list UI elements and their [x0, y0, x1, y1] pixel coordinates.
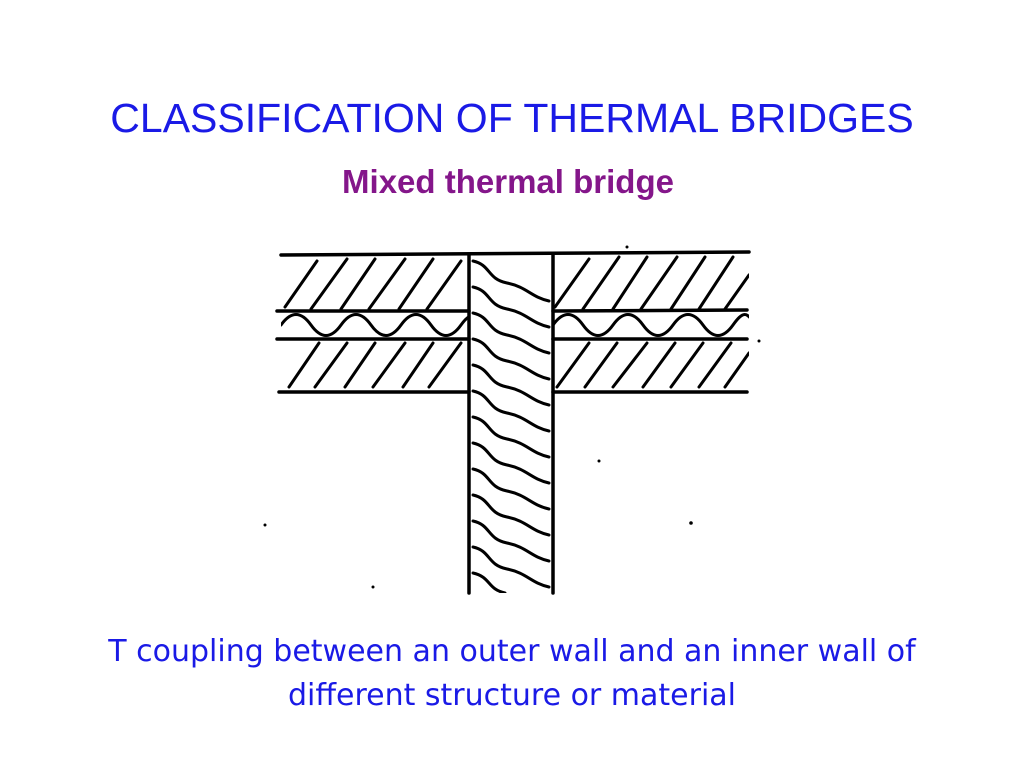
insulation-layer: [281, 313, 749, 337]
slide-subtitle: Mixed thermal bridge: [342, 163, 674, 200]
scan-specks: [263, 245, 761, 589]
slide-caption: T coupling between an outer wall and an …: [108, 634, 916, 713]
outer-wall-outline: [275, 250, 751, 394]
inner-wall-outline: [467, 253, 555, 595]
t-junction-diagram: [263, 245, 761, 595]
slide-title: CLASSIFICATION OF THERMAL BRIDGES: [110, 95, 914, 141]
outer-wall-hatching: [283, 255, 749, 389]
inner-wall-hatching: [471, 259, 551, 593]
